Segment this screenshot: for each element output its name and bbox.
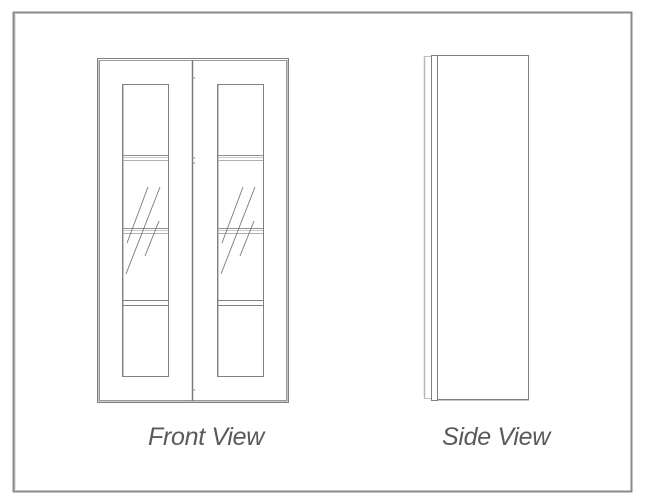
door-divider (191, 60, 195, 401)
side-view (423, 55, 529, 401)
glass-reflection-icon (220, 186, 256, 275)
outer-frame (12, 11, 633, 493)
front-view-label: Front View (148, 423, 265, 451)
front-view (97, 58, 289, 403)
glass-reflection-icon (125, 186, 161, 275)
right-door-glass (217, 84, 264, 377)
side-view-label: Side View (442, 423, 551, 451)
left-door-glass (122, 84, 169, 377)
